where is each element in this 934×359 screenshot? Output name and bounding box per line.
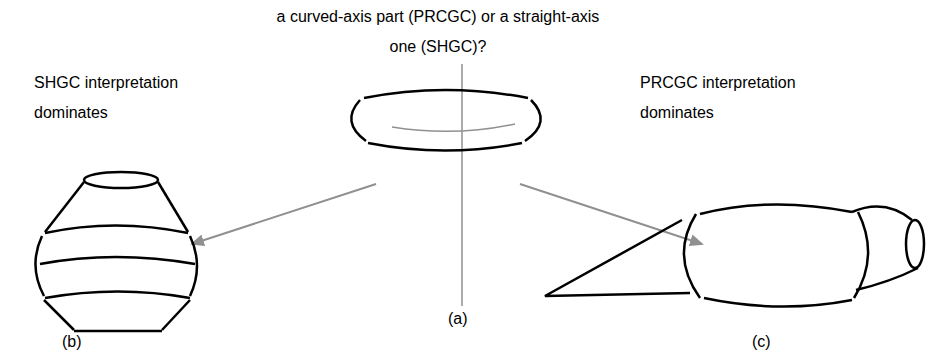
vertical-axis: [461, 64, 463, 306]
arrow-left: [192, 184, 376, 244]
curved-axis: [392, 124, 515, 131]
shgc-object-b: [35, 172, 197, 331]
prcgc-object-c: [545, 204, 924, 306]
annotation-text: SHGC interpretation dominates: [34, 68, 194, 128]
arrow-right: [520, 184, 702, 244]
annotation-text: PRCGC interpretation dominates: [640, 68, 820, 128]
question-text: a curved-axis part (PRCGC) or a straight…: [268, 2, 608, 62]
panel-label: (b): [62, 327, 102, 357]
panel-label: (a): [448, 304, 488, 334]
panel-label: (c): [752, 327, 792, 357]
curved-part-a: [351, 90, 540, 151]
